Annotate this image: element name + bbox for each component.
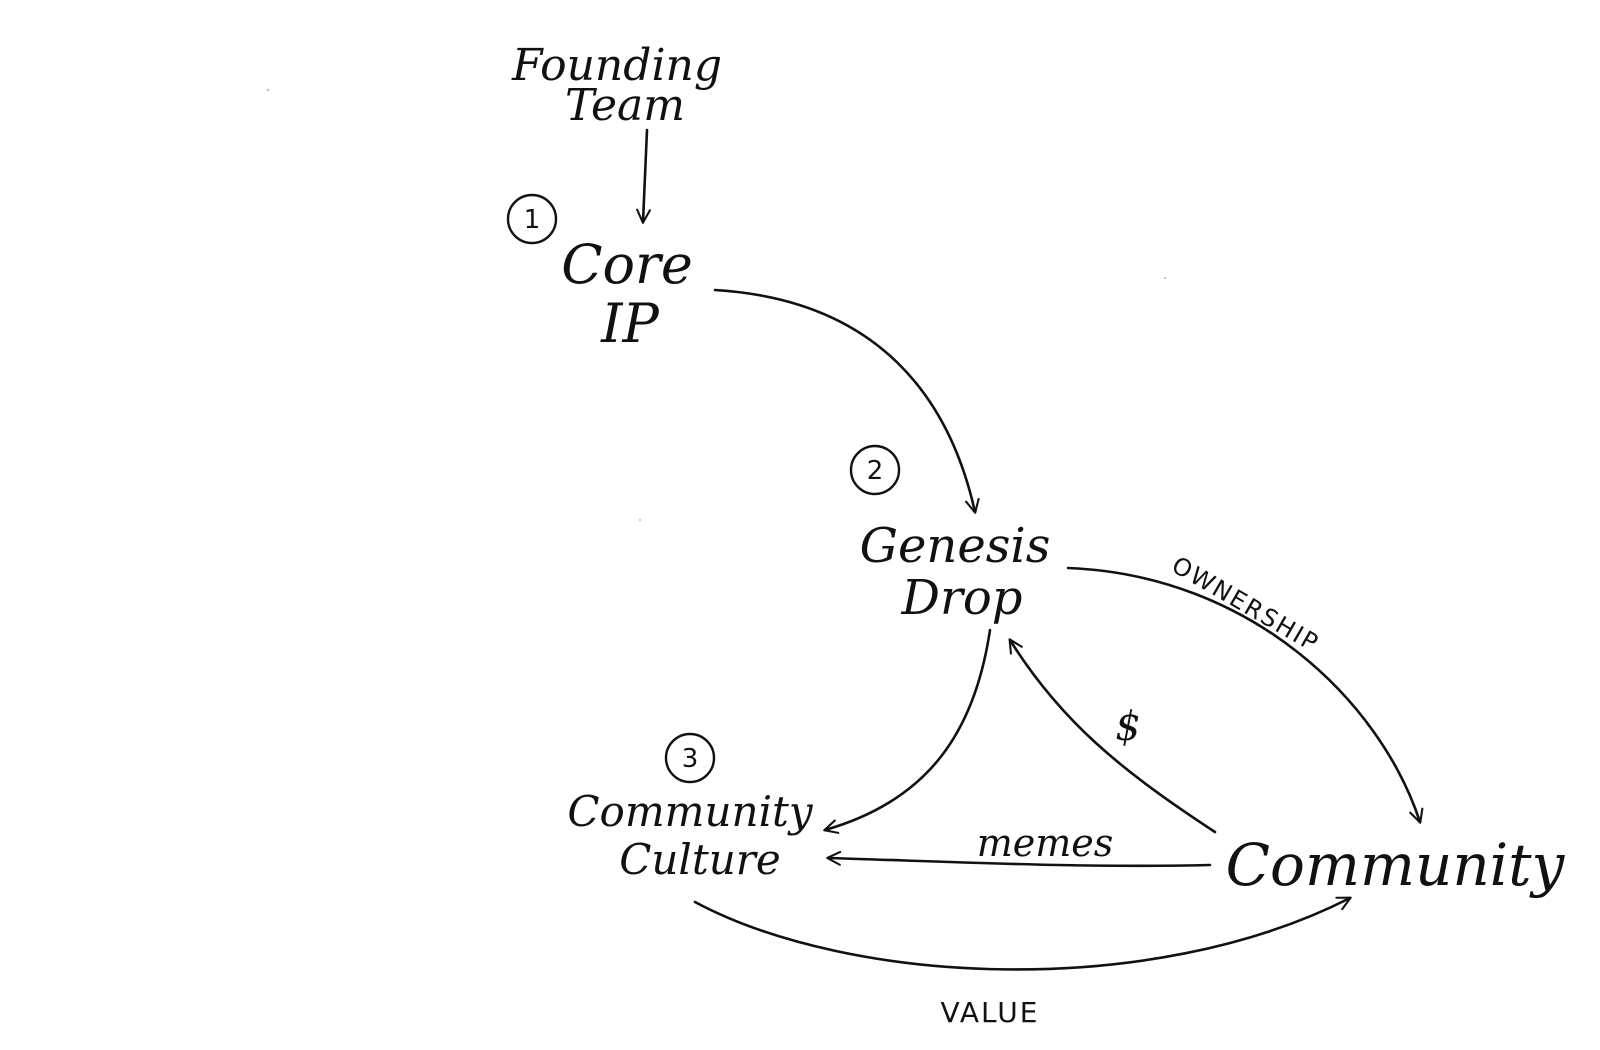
node-community-culture: 3 Community Culture	[567, 732, 814, 884]
step-3-circle	[664, 732, 716, 784]
step-2-number: 2	[867, 456, 884, 486]
community-culture-line1: Community	[567, 787, 813, 836]
paper-speck	[639, 519, 641, 521]
core-ip-line2: IP	[600, 292, 660, 355]
step-2-circle	[849, 444, 901, 496]
paper-speck	[1164, 277, 1166, 279]
founding-team-line1: Founding	[511, 40, 722, 91]
edge-label-value: VALUE	[941, 996, 1040, 1029]
edge-label-memes: memes	[977, 821, 1114, 865]
core-ip-line1: Core	[561, 233, 693, 296]
edge-founding-to-core	[636, 128, 651, 224]
step-3-number: 3	[682, 744, 699, 774]
node-founding-team: Founding Team	[511, 40, 722, 131]
edge-community-to-culture	[826, 850, 1212, 868]
edge-label-ownership: OWNERSHIP	[1167, 551, 1324, 658]
node-core-ip: 1 Core IP	[506, 193, 693, 355]
edge-label-dollar: $	[1115, 704, 1140, 750]
edge-culture-to-community	[693, 896, 1352, 971]
paper-speck	[266, 88, 270, 92]
community-culture-line2: Culture	[619, 835, 780, 884]
edge-genesis-to-culture	[823, 628, 992, 834]
community-label: Community	[1226, 831, 1566, 899]
node-community: Community	[1226, 831, 1566, 899]
founding-team-line2: Team	[565, 80, 685, 131]
edge-core-to-genesis	[713, 288, 980, 514]
step-1-circle	[506, 193, 558, 245]
genesis-drop-line1: Genesis	[860, 518, 1051, 574]
genesis-drop-line2: Drop	[900, 570, 1022, 626]
node-genesis-drop: 2 Genesis Drop	[849, 444, 1051, 626]
edge-genesis-to-community	[1066, 566, 1424, 824]
edge-community-to-genesis	[1008, 638, 1217, 834]
step-1-number: 1	[524, 205, 541, 235]
